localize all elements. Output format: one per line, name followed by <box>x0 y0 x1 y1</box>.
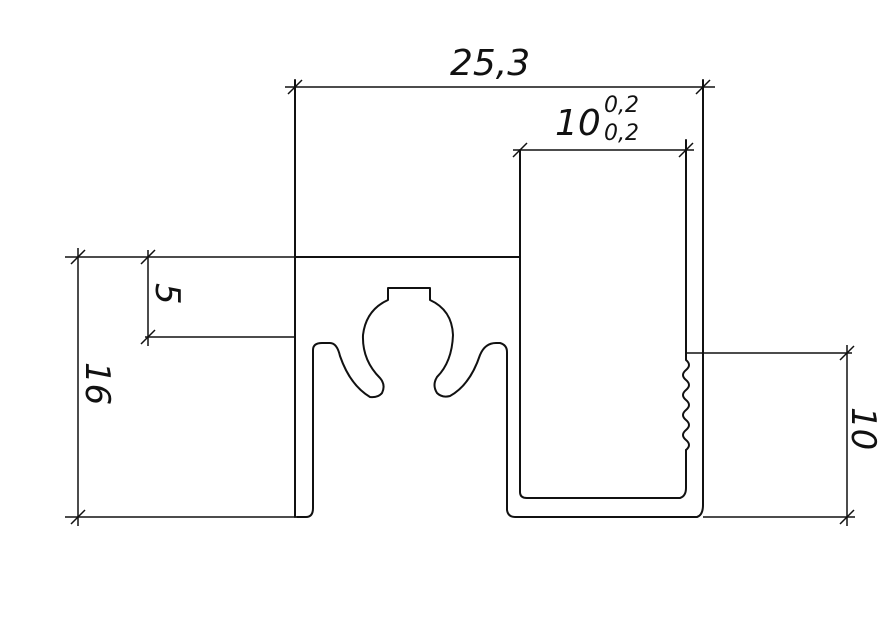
dimension-lines <box>65 79 855 526</box>
channel-tolerance-lower: 0,2 <box>604 121 639 146</box>
channel-width-label: 10 <box>555 103 601 144</box>
slot-depth-label: 5 <box>147 283 187 305</box>
overall-height-label: 16 <box>77 362 117 405</box>
profile-outline <box>294 79 704 518</box>
channel-height-label: 10 <box>843 407 883 450</box>
overall-width-label: 25,3 <box>450 43 530 84</box>
channel-tolerance-upper: 0,2 <box>604 93 639 118</box>
